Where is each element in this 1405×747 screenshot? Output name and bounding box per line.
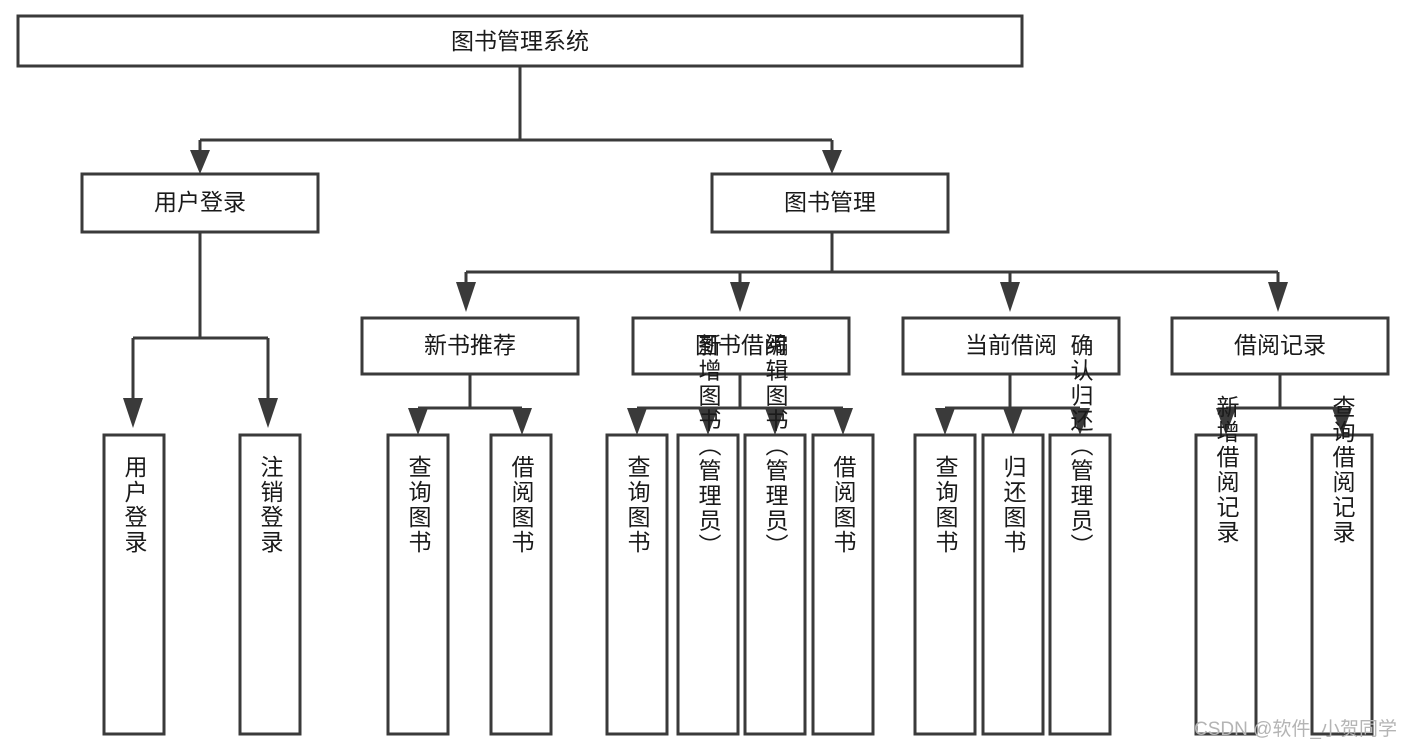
node-book-borrow-label: 图书借阅 (695, 332, 787, 358)
arrowhead-book-borrow (730, 282, 750, 312)
connector-layer (123, 66, 1352, 435)
leaf-bb-edit-book[interactable]: 编辑图书（管理员） (743, 334, 807, 736)
arrowhead-leaf-logout (258, 398, 278, 428)
leaf-cb-confirm-return-label: 确认归还（管理员） (1067, 334, 1094, 559)
leaf-cb-confirm-return[interactable]: 确认归还（管理员） (1048, 334, 1112, 736)
leaf-user-login-label: 用户登录 (121, 455, 148, 555)
node-root-system[interactable]: 图书管理系统 (16, 14, 1024, 68)
arrowhead-nb-borrow-book (512, 408, 532, 435)
leaf-nb-borrow-book[interactable]: 借阅图书 (489, 433, 553, 736)
arrowhead-user-login (190, 150, 210, 174)
watermark-text: CSDN @软件_小贺同学 (1194, 719, 1397, 740)
arrowhead-br-add-record (1216, 408, 1236, 435)
node-book-management[interactable]: 图书管理 (710, 172, 950, 234)
leaf-bb-borrow-book-label: 借阅图书 (830, 455, 857, 555)
arrowhead-bb-query-book (627, 408, 647, 435)
leaf-nb-borrow-book-label: 借阅图书 (508, 455, 535, 555)
node-current-borrow[interactable]: 当前借阅 (901, 316, 1121, 376)
leaf-bb-edit-book-label: 编辑图书（管理员） (762, 334, 789, 559)
leaf-bb-query-book-label: 查询图书 (624, 455, 651, 555)
leaf-br-query-record[interactable]: 查询借阅记录 (1310, 395, 1374, 736)
leaf-logout-label: 注销登录 (257, 455, 284, 555)
leaf-bb-borrow-book[interactable]: 借阅图书 (811, 433, 875, 736)
arrowhead-bb-borrow-book (833, 408, 853, 435)
arrowhead-borrow-record (1268, 282, 1288, 312)
node-borrow-record[interactable]: 借阅记录 (1170, 316, 1390, 376)
arrowhead-book-manage (822, 150, 842, 174)
node-book-management-label: 图书管理 (784, 189, 876, 215)
leaf-br-query-record-label: 查询借阅记录 (1329, 395, 1356, 545)
leaf-cb-return-book-label: 归还图书 (1000, 455, 1027, 555)
leaf-bb-add-book[interactable]: 新增图书（管理员） (676, 334, 740, 736)
arrowhead-cb-return-book (1003, 408, 1023, 435)
arrowhead-leaf-user-login (123, 398, 143, 428)
arrowhead-new-book (456, 282, 476, 312)
leaf-cb-query-book-label: 查询图书 (932, 455, 959, 555)
leaf-user-login[interactable]: 用户登录 (102, 433, 166, 736)
arrowhead-current-borrow (1000, 282, 1020, 312)
arrowhead-cb-confirm-return (1070, 408, 1090, 435)
arrowhead-cb-query-book (935, 408, 955, 435)
arrowhead-br-query-record (1332, 408, 1352, 435)
node-borrow-record-label: 借阅记录 (1234, 332, 1326, 358)
leaf-logout[interactable]: 注销登录 (238, 433, 302, 736)
node-new-book-recommend[interactable]: 新书推荐 (360, 316, 580, 376)
node-new-book-recommend-label: 新书推荐 (424, 332, 516, 358)
node-current-borrow-label: 当前借阅 (965, 332, 1057, 358)
leaf-nb-query-book[interactable]: 查询图书 (386, 433, 450, 736)
leaf-bb-add-book-label: 新增图书（管理员） (695, 334, 722, 559)
leaf-bb-query-book[interactable]: 查询图书 (605, 433, 669, 736)
node-user-login[interactable]: 用户登录 (80, 172, 320, 234)
arrowhead-nb-query-book (408, 408, 428, 435)
leaf-cb-return-book[interactable]: 归还图书 (981, 433, 1045, 736)
leaf-nb-query-book-label: 查询图书 (405, 455, 432, 555)
node-root-label: 图书管理系统 (451, 28, 589, 54)
leaf-br-add-record-label: 新增借阅记录 (1213, 395, 1240, 545)
arrowhead-bb-add-book (698, 408, 718, 435)
leaf-br-add-record[interactable]: 新增借阅记录 (1194, 395, 1258, 736)
leaf-cb-query-book[interactable]: 查询图书 (913, 433, 977, 736)
node-user-login-label: 用户登录 (154, 189, 246, 215)
arrowhead-bb-edit-book (765, 408, 785, 435)
node-book-borrow[interactable]: 图书借阅 (631, 316, 851, 376)
